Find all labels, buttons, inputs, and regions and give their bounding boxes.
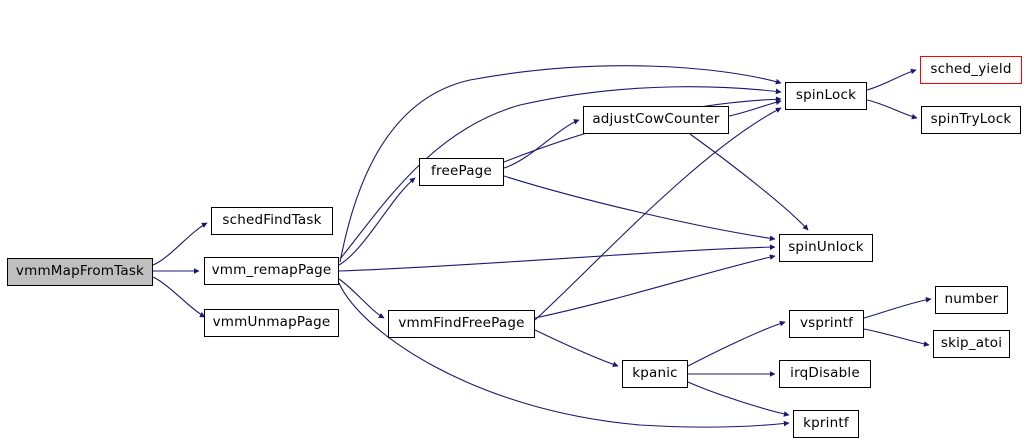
node-label: adjustCowCounter bbox=[592, 111, 720, 128]
node-spinLock[interactable]: spinLock bbox=[785, 82, 867, 110]
node-vsprintf[interactable]: vsprintf bbox=[789, 310, 864, 338]
edge-vsprintf-to-skip_atoi bbox=[863, 328, 930, 347]
node-label: vmmMapFromTask bbox=[15, 263, 145, 280]
edge-vmm_remapPage-to-kprintf bbox=[338, 282, 790, 428]
node-label: vmm_remapPage bbox=[211, 262, 332, 279]
edge-vmm_remapPage-to-freePage bbox=[338, 177, 416, 266]
node-spinUnlock[interactable]: spinUnlock bbox=[779, 234, 873, 262]
node-label: spinUnlock bbox=[788, 239, 864, 256]
node-label: schedFindTask bbox=[222, 212, 322, 229]
edge-adjustCowCounter-to-spinUnlock bbox=[689, 133, 809, 231]
node-label: freePage bbox=[431, 163, 492, 180]
node-kpanic[interactable]: kpanic bbox=[622, 360, 688, 388]
edge-vsprintf-to-number bbox=[863, 296, 932, 319]
edge-adjustCowCounter-to-spinLock bbox=[728, 99, 782, 117]
node-vmmMapFromTask[interactable]: vmmMapFromTask bbox=[7, 258, 153, 286]
node-schedFindTask[interactable]: schedFindTask bbox=[211, 207, 333, 235]
edge-vmmFindFreePage-to-kpanic bbox=[534, 329, 619, 368]
node-label: spinTryLock bbox=[930, 111, 1012, 128]
node-label: sched_yield bbox=[930, 61, 1012, 78]
node-adjustCowCounter[interactable]: adjustCowCounter bbox=[583, 106, 729, 134]
edge-freePage-to-adjustCowCounter bbox=[503, 119, 580, 169]
node-vmmFindFreePage[interactable]: vmmFindFreePage bbox=[388, 310, 535, 338]
node-label: kpanic bbox=[632, 365, 678, 382]
node-label: irqDisable bbox=[790, 365, 860, 382]
node-irqDisable[interactable]: irqDisable bbox=[779, 360, 871, 388]
node-label: number bbox=[944, 291, 999, 308]
node-label: vsprintf bbox=[799, 315, 854, 332]
edge-spinLock-to-spinTryLock bbox=[866, 99, 918, 120]
node-vmm_remapPage[interactable]: vmm_remapPage bbox=[204, 257, 339, 285]
node-skip_atoi[interactable]: skip_atoi bbox=[933, 330, 1010, 358]
node-spinTryLock[interactable]: spinTryLock bbox=[921, 106, 1021, 134]
edge-vmmMapFromTask-to-vmmUnmapPage bbox=[152, 276, 206, 318]
edge-vmm_remapPage-to-spinLock bbox=[339, 65, 782, 263]
node-vmmUnmapPage[interactable]: vmmUnmapPage bbox=[204, 309, 339, 337]
edge-vmm_remapPage-to-vmmFindFreePage bbox=[338, 278, 385, 319]
edge-vmmFindFreePage-to-spinLock bbox=[534, 107, 782, 321]
node-number[interactable]: number bbox=[935, 286, 1008, 314]
edge-kpanic-to-kprintf bbox=[687, 381, 790, 417]
edge-freePage-to-spinUnlock bbox=[503, 175, 776, 242]
node-label: vmmFindFreePage bbox=[398, 315, 525, 332]
node-label: vmmUnmapPage bbox=[212, 314, 331, 331]
edge-vmm_remapPage-to-spinUnlock bbox=[338, 244, 776, 272]
node-kprintf[interactable]: kprintf bbox=[793, 410, 859, 438]
edge-spinLock-to-sched_yield bbox=[866, 68, 917, 91]
edge-vmmFindFreePage-to-spinUnlock bbox=[534, 254, 776, 319]
edge-vmmMapFromTask-to-schedFindTask bbox=[152, 222, 208, 266]
node-label: skip_atoi bbox=[940, 335, 1003, 352]
edge-kpanic-to-vsprintf bbox=[687, 320, 786, 367]
node-label: spinLock bbox=[795, 87, 857, 104]
node-sched_yield[interactable]: sched_yield bbox=[920, 56, 1022, 84]
node-label: kprintf bbox=[803, 415, 849, 432]
node-freePage[interactable]: freePage bbox=[419, 158, 504, 186]
